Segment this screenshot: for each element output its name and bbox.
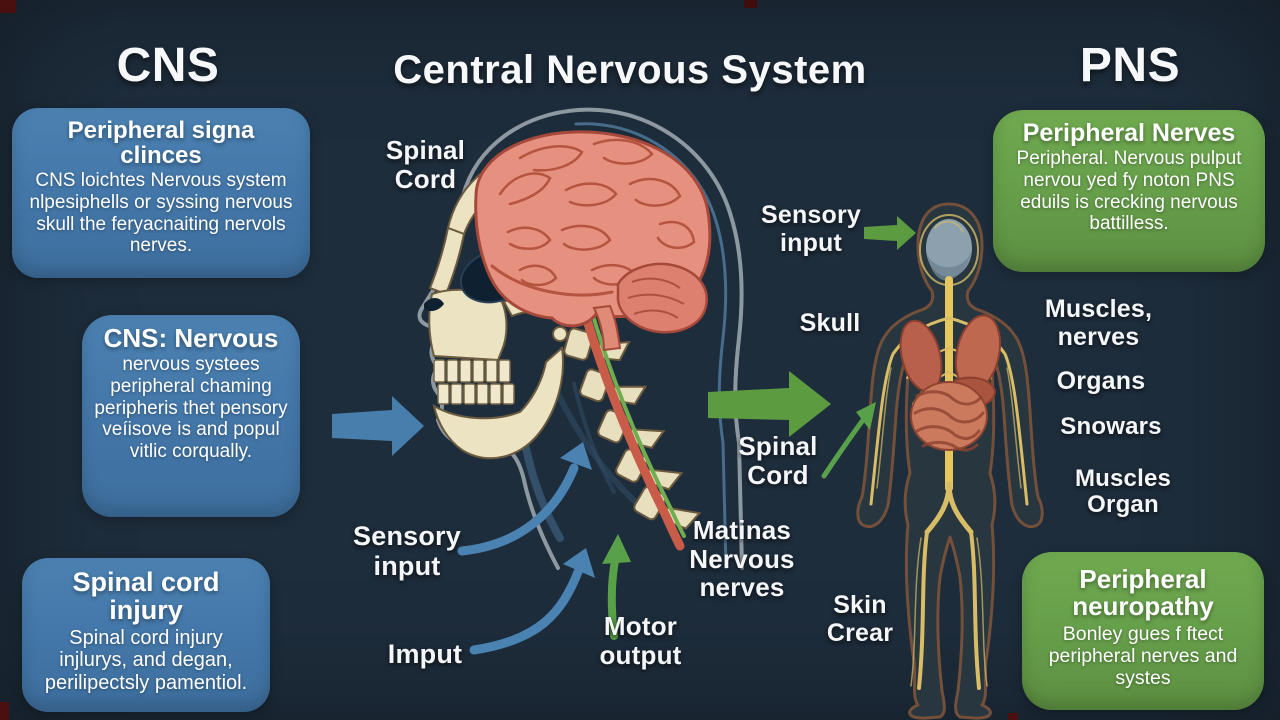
cns-info-box-1-body: CNS loichtes Nervous system nlpesiphells… [29, 170, 293, 257]
body-brain [926, 219, 972, 277]
corner-artifact [744, 0, 757, 8]
body-brain-shade [927, 252, 971, 281]
imput-curved-arrow-icon [469, 548, 595, 655]
muscles-organ-label: Muscles Organ [1074, 465, 1172, 519]
spinal-cord-left-label: Spinal Cord [385, 135, 466, 194]
skull-label: Skull [799, 309, 861, 337]
cns-info-box-2-body: nervous systees peripheral chaming perip… [94, 354, 288, 462]
brainstem-shape [592, 304, 622, 352]
pns-info-box-2-title: Peripheral neuropathy [1072, 564, 1214, 622]
page-title: Central Nervous System [393, 48, 867, 92]
nasal-opening [424, 298, 444, 312]
cns-info-box-3: Spinal cord injury Spinal cord injury in… [22, 558, 270, 712]
body-nervous-system-illustration [856, 202, 1044, 720]
spinal-cord-right-label: Spinal Cord [738, 431, 818, 490]
neck-muscle-line [572, 382, 616, 494]
corner-artifact [0, 702, 9, 720]
muscles-nerves-label: Muscles, nerves [1044, 295, 1153, 351]
cns-info-box-3-body: Spinal cord injury injlurys, and degan, … [44, 626, 248, 695]
neck-front-band [522, 444, 564, 542]
motor-output-arrow-up-icon [602, 534, 631, 640]
motor-output-label: Motor output [599, 611, 682, 670]
organs-shapes [899, 314, 1002, 452]
spinal-cord-green-strip [589, 307, 686, 538]
snowars-label: Snowars [1060, 413, 1162, 440]
skin-crear-label: Skin Crear [826, 591, 894, 647]
pns-info-box-1: Peripheral Nerves Peripheral. Nervous pu… [993, 110, 1265, 272]
sensory-input-right-arrow-icon [864, 216, 916, 250]
sensory-input-right-label: Sensory input [760, 201, 862, 257]
pns-info-box-1-body: Peripheral. Nervous pulput nervou yed fy… [1016, 148, 1242, 235]
cns-box-arrow-right-icon [332, 396, 424, 456]
spinal-cord-shape [579, 305, 685, 551]
sensory-input-curved-arrow-icon [457, 442, 592, 556]
cerebellum-shape [616, 262, 709, 334]
corner-artifact [0, 0, 16, 13]
spinal-cord-curved-arrow-icon [821, 402, 876, 479]
sensory-input-center-label: Sensory input [353, 521, 461, 581]
cerebellum-stripes [627, 277, 685, 319]
cns-info-box-1: Peripheral signa clinces CNS loichtes Ne… [12, 108, 310, 278]
cns-info-box-3-title: Spinal cord injury [72, 567, 220, 626]
cns-info-box-2: CNS: Nervous nervous systees peripheral … [82, 315, 300, 517]
head-anatomy-illustration [417, 107, 744, 570]
imput-label: Imput [387, 639, 463, 669]
organs-label: Organs [1056, 367, 1146, 395]
pns-heading: PNS [1079, 39, 1181, 92]
matinas-nervous-nerves-label: Matinas Nervous nerves [689, 515, 795, 603]
corner-artifact [1008, 713, 1018, 720]
cns-info-box-1-title: Peripheral signa clinces [67, 117, 255, 170]
teeth [433, 359, 515, 405]
pns-info-box-2-body: Bonley gues f ftect peripheral nerves an… [1048, 622, 1238, 690]
pns-info-box-1-title: Peripheral Nerves [1022, 119, 1236, 147]
pns-info-box-2: Peripheral neuropathy Bonley gues f ftec… [1022, 552, 1264, 710]
cns-to-pns-arrow-right-icon [708, 371, 831, 437]
cns-info-box-2-title: CNS: Nervous [103, 323, 279, 353]
cns-heading: CNS [116, 39, 220, 92]
